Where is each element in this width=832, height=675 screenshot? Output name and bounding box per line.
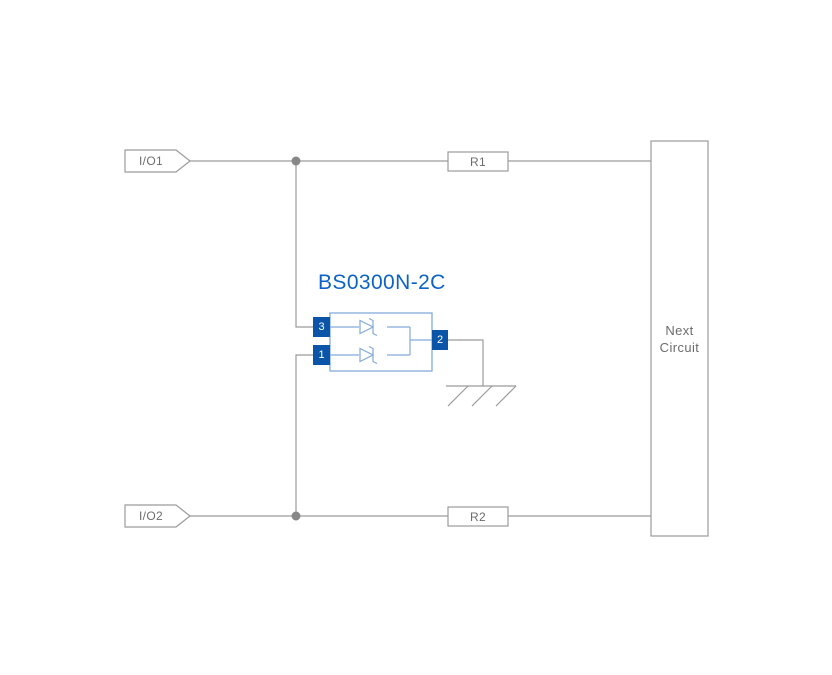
pin-1-pad bbox=[313, 345, 330, 365]
component-title: BS0300N-2C bbox=[318, 271, 446, 294]
io2-terminal-label: I/O2 bbox=[139, 509, 163, 523]
component-body bbox=[329, 312, 433, 372]
io1-terminal-label: I/O1 bbox=[139, 154, 163, 168]
signal-wires bbox=[190, 160, 651, 517]
wire-pin2-to-ground bbox=[448, 339, 484, 386]
pin-3-label: 3 bbox=[318, 321, 325, 333]
next-circuit-label: Next Circuit bbox=[659, 322, 700, 355]
wire-io2-to-pin1 bbox=[295, 354, 313, 516]
resistor-r1-box bbox=[447, 151, 509, 172]
pin-2-label: 2 bbox=[436, 334, 444, 346]
pin-2-pad bbox=[432, 330, 448, 350]
resistor-r2-box bbox=[447, 506, 509, 527]
tvs-component bbox=[313, 312, 448, 372]
junction-dot-top bbox=[291, 156, 301, 166]
io1-terminal-shape bbox=[124, 149, 191, 173]
next-circuit-box bbox=[650, 140, 709, 537]
tvs-diode-top bbox=[359, 317, 378, 337]
resistor-r2-label: R2 bbox=[470, 509, 486, 524]
pin-3-pad bbox=[313, 317, 330, 337]
junction-dot-bottom bbox=[291, 511, 301, 521]
pin-1-label: 1 bbox=[318, 349, 325, 361]
wire-io1-to-pin3 bbox=[295, 161, 313, 328]
resistor-r1-label: R1 bbox=[470, 154, 486, 169]
io2-terminal-shape bbox=[124, 504, 191, 528]
ground-symbol bbox=[446, 385, 517, 407]
internal-wiring bbox=[330, 326, 432, 356]
tvs-diode-bottom bbox=[359, 345, 378, 365]
